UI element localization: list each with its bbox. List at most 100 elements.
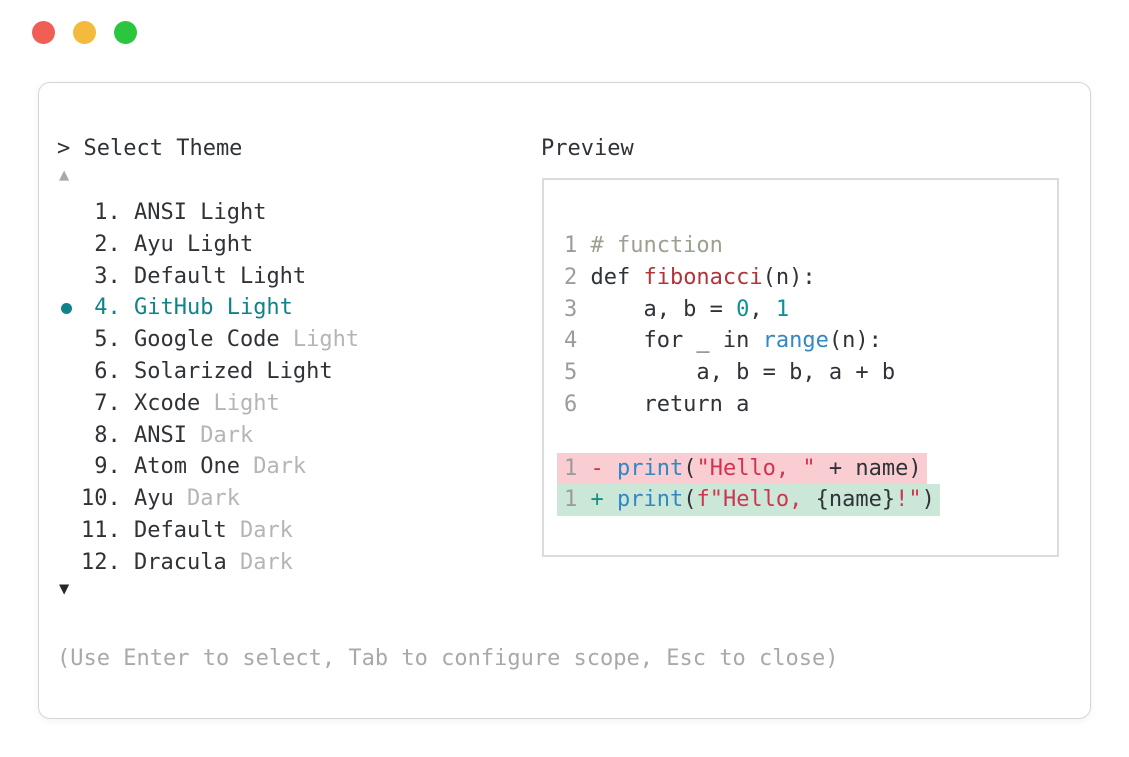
line-number: 1 — [564, 487, 578, 513]
diff-removed-highlight: 1- print("Hello, " + name) — [557, 452, 927, 485]
theme-name: GitHub — [120, 295, 214, 321]
code-token: + name) — [815, 455, 922, 481]
theme-variant: Light — [200, 390, 280, 416]
select-theme-prompt: > Select Theme — [57, 136, 243, 161]
theme-variant: Dark — [226, 517, 293, 543]
theme-name: Default — [120, 263, 227, 289]
theme-name: Default — [120, 517, 227, 543]
code-token: fibonacci — [643, 264, 763, 290]
theme-list-item[interactable]: 3. Default Light — [81, 261, 359, 293]
minimize-button[interactable] — [73, 21, 96, 44]
theme-variant: Light — [253, 358, 333, 384]
theme-list-item[interactable]: 6. Solarized Light — [81, 356, 359, 388]
code-token: (n): — [828, 328, 882, 354]
theme-number: 4. — [94, 295, 121, 321]
theme-number: 3. — [94, 263, 121, 289]
theme-variant: Light — [279, 327, 360, 353]
theme-variant: Dark — [226, 549, 293, 575]
code-token: ( — [683, 455, 697, 481]
code-line: 1+ print(f"Hello, {name}!") — [557, 484, 1057, 517]
theme-list-item[interactable]: 7. Xcode Light — [81, 388, 359, 420]
code-token: (n): — [762, 264, 816, 290]
code-line: 4 for _ in range(n): — [564, 325, 1057, 357]
theme-name: Xcode — [120, 390, 201, 416]
selected-item-bullet — [61, 302, 72, 314]
code-token: "Hello, " — [696, 455, 816, 481]
code-token: f"Hello, — [696, 487, 816, 513]
diff-added-highlight: 1+ print(f"Hello, {name}!") — [557, 484, 940, 517]
line-number: 4 — [564, 328, 578, 354]
code-line: 1- print("Hello, " + name) — [557, 452, 1057, 485]
line-number: 3 — [564, 296, 578, 322]
theme-name: Dracula — [120, 549, 227, 575]
theme-list-item[interactable]: 9. Atom One Dark — [81, 451, 359, 483]
code-token: for _ in — [590, 328, 763, 354]
code-token: def — [590, 264, 644, 290]
theme-variant: Dark — [173, 486, 240, 512]
code-token: , — [749, 296, 776, 322]
keyboard-hint: (Use Enter to select, Tab to configure s… — [57, 646, 839, 671]
line-number: 5 — [564, 360, 578, 386]
theme-number: 2. — [94, 231, 121, 257]
theme-variant: Light — [226, 263, 307, 289]
theme-name: ANSI — [120, 422, 187, 448]
theme-list-item[interactable]: 10. Ayu Dark — [81, 483, 359, 515]
theme-number: 10. — [81, 486, 121, 512]
theme-name: ANSI — [120, 200, 187, 225]
code-token: a, b = b, a + b — [590, 360, 896, 386]
theme-number: 7. — [94, 390, 121, 416]
theme-name: Ayu — [120, 231, 174, 257]
theme-variant: Light — [213, 295, 293, 321]
code-token: {name} — [815, 487, 896, 513]
theme-name: Atom One — [120, 454, 240, 480]
code-token: - — [590, 455, 617, 481]
theme-list-item[interactable]: 12. Dracula Dark — [81, 547, 359, 579]
code-token: a, b = — [590, 296, 737, 322]
code-line: 1# function — [564, 230, 1057, 262]
code-token: # function — [590, 233, 723, 258]
theme-list-item[interactable]: 11. Default Dark — [81, 515, 359, 547]
code-token: ( — [683, 487, 697, 513]
theme-number: 5. — [94, 327, 121, 353]
theme-name: Solarized — [120, 358, 254, 384]
code-token: ) — [921, 487, 935, 513]
preview-title: Preview — [541, 136, 634, 161]
code-line: 3 a, b = 0, 1 — [564, 294, 1057, 326]
theme-list-item[interactable]: 8. ANSI Dark — [81, 420, 359, 452]
theme-variant: Light — [186, 200, 267, 225]
theme-list-item[interactable]: 5. Google Code Light — [81, 324, 359, 356]
window-controls — [32, 21, 137, 44]
theme-variant: Light — [173, 231, 254, 257]
theme-number: 1. — [94, 200, 121, 225]
code-line: 2 def fibonacci(n): — [564, 262, 1057, 294]
theme-number: 12. — [81, 549, 121, 575]
code-token: return a — [590, 391, 750, 417]
line-number: 6 — [564, 391, 578, 417]
scroll-down-icon[interactable]: ▼ — [59, 579, 70, 599]
scroll-up-icon[interactable]: ▲ — [59, 165, 70, 185]
theme-number: 9. — [94, 454, 121, 480]
theme-number: 6. — [94, 358, 121, 384]
theme-list-item[interactable]: 1. ANSI Light — [81, 197, 359, 229]
line-number: 1 — [564, 455, 578, 481]
close-button[interactable] — [32, 21, 55, 44]
line-number: 2 — [564, 264, 578, 290]
theme-variant: Dark — [186, 422, 254, 448]
code-token: print — [616, 455, 684, 481]
code-line: 6 return a — [564, 389, 1057, 421]
code-token: range — [762, 328, 829, 354]
zoom-button[interactable] — [114, 21, 137, 44]
code-line: 5 a, b = b, a + b — [564, 357, 1057, 389]
theme-name: Google Code — [120, 327, 280, 353]
theme-number: 8. — [94, 422, 121, 448]
code-line — [564, 421, 1057, 453]
theme-list-item[interactable]: 2. Ayu Light — [81, 229, 359, 261]
theme-number: 11. — [81, 517, 121, 543]
theme-variant: Dark — [239, 454, 307, 480]
code-token: 1 — [775, 296, 790, 322]
theme-name: Ayu — [120, 486, 174, 512]
theme-list-item[interactable]: 4. GitHub Light — [61, 292, 359, 324]
